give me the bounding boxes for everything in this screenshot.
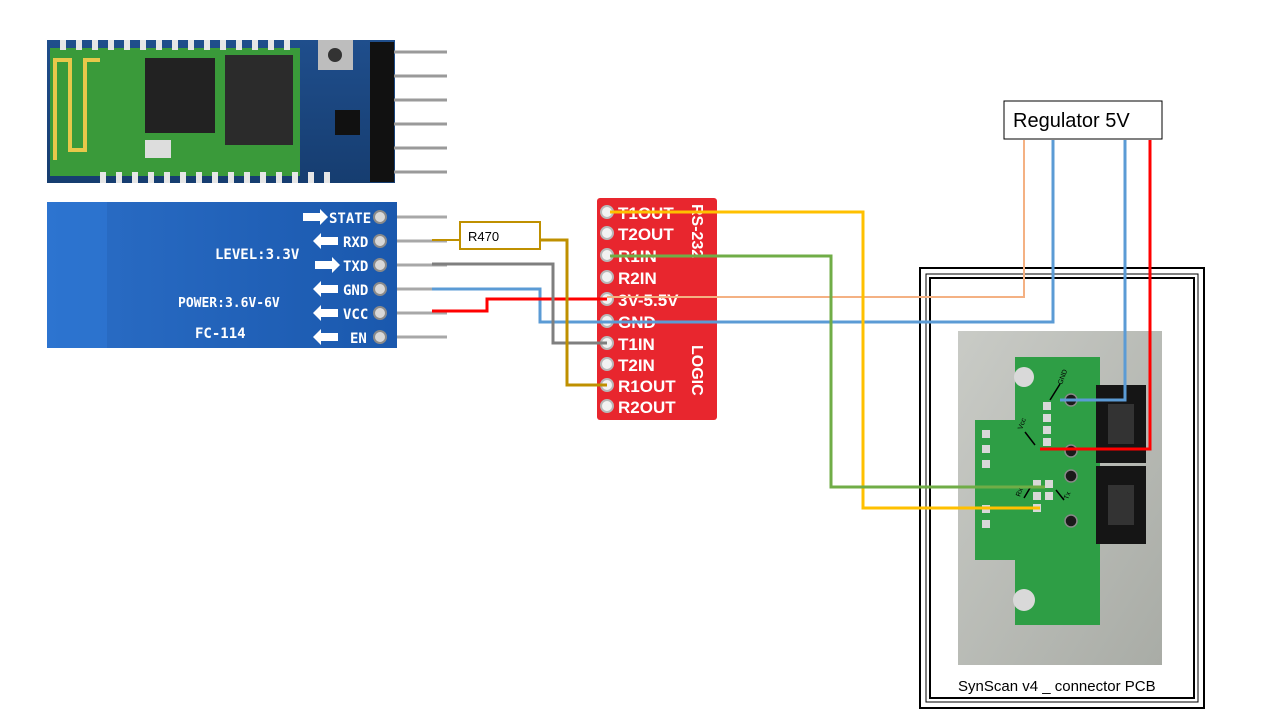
wire-blue-regulator-to-synscan-gnd	[1060, 140, 1127, 402]
bt-pin-gnd-label: GND	[343, 283, 368, 299]
rs232-pin-t1in: T1IN	[618, 335, 655, 354]
wire-red-regulator-to-synscan-vcc	[1040, 140, 1152, 451]
bt-module-back: STATE RXD TXD GND VCC EN LEVEL:3.3V POWE…	[47, 202, 447, 348]
bt-back-pin-holes	[373, 210, 387, 344]
pcb-label-vcc: Vcc	[1017, 417, 1028, 431]
synscan-mount-hole-bottom	[1013, 589, 1035, 611]
bt-antenna-trace	[53, 58, 100, 160]
pcb-label-pointers	[1023, 383, 1065, 501]
pcb-label-gnd: GND	[1057, 369, 1069, 386]
regulator: Regulator 5V	[1003, 100, 1163, 140]
regulator-label: Regulator 5V	[1013, 110, 1130, 132]
wire-orange-regulator-to-vin	[607, 140, 1025, 298]
pcb-label-tx: Tx	[1063, 491, 1072, 501]
wire-yellow-t1out-to-rx	[610, 210, 1040, 510]
bt-flash-chip	[225, 55, 293, 145]
bt-back-antenna-area	[47, 202, 107, 348]
bt-model-label: FC-114	[195, 326, 246, 342]
bt-castellated-pads	[60, 40, 330, 183]
bt-module-top	[47, 40, 447, 183]
rs232-pin-t2in: T2IN	[618, 356, 655, 375]
bt-pin-arrows	[303, 209, 340, 345]
wire-gray-txd-to-t1in	[432, 262, 607, 345]
synscan-connector: GND Vcc Rx Tx SynScan v4 _ connector PCB	[919, 267, 1205, 709]
wire-red-bt-vcc-to-vin	[432, 297, 607, 313]
bt-level-label: LEVEL:3.3V	[215, 247, 300, 263]
regulator-box	[1003, 100, 1163, 140]
rs232-pin-vin: 3V-5.5V	[618, 291, 679, 310]
logic-side-label: LOGIC	[688, 345, 705, 396]
bt-main-chip	[145, 58, 215, 133]
synscan-caption: SynScan v4 _ connector PCB	[958, 678, 1156, 695]
bt-top-header	[370, 42, 447, 182]
rs232-pin-r2out: R2OUT	[618, 398, 676, 417]
rs232-pin-r1out: R1OUT	[618, 377, 676, 396]
bt-back-header-pins	[397, 215, 447, 339]
resistor-label: R470	[468, 229, 499, 244]
synscan-mount-hole-top	[1014, 367, 1034, 387]
bt-crystal	[145, 140, 171, 158]
bt-pin-rxd-label: RXD	[343, 235, 368, 251]
bt-pin-vcc-label: VCC	[343, 307, 368, 323]
rs232-board-body	[597, 198, 717, 420]
synscan-pcb	[975, 357, 1100, 625]
wire-blue-gnd	[432, 140, 1055, 324]
wire-gold-resistor-to-r1out	[540, 238, 607, 387]
wire-green-r1in-to-tx	[610, 254, 1045, 489]
bt-pin-en-label: EN	[350, 331, 367, 347]
bt-power-label: POWER:3.6V-6V	[178, 296, 280, 311]
wires	[432, 140, 1152, 510]
pcb-label-rx: Rx	[1015, 487, 1025, 498]
bt-regulator-chip	[335, 110, 360, 135]
rs232-board: T1OUT T2OUT R1IN R2IN 3V-5.5V GND T1IN T…	[597, 198, 717, 420]
resistor-box	[459, 221, 541, 250]
rs232-pin-t2out: T2OUT	[618, 225, 674, 244]
rs232-pin-r2in: R2IN	[618, 269, 657, 288]
resistor: R470	[459, 221, 541, 250]
bt-pin-state-label: STATE	[329, 211, 371, 227]
rs232-side-label: RS-232	[688, 204, 705, 258]
bt-pin-txd-label: TXD	[343, 259, 368, 275]
bt-push-button-cap	[328, 48, 342, 62]
